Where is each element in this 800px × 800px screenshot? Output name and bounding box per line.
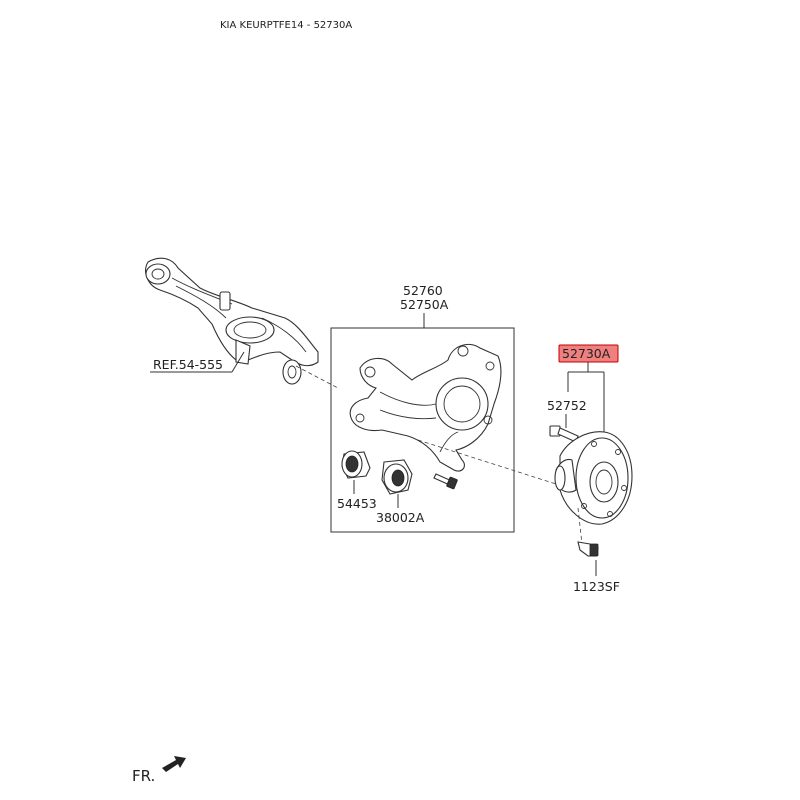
front-label: FR. <box>132 767 155 785</box>
ref-label: REF.54-555 <box>153 357 223 372</box>
front-direction: FR. <box>132 756 186 785</box>
bushing-b-label: 38002A <box>376 510 425 525</box>
knuckle-bolt <box>433 473 458 490</box>
hub-group: 52730A 52752 <box>547 344 633 594</box>
knuckle-group-box <box>330 327 515 533</box>
hub-bolt-label: 52752 <box>547 398 587 413</box>
knuckle-group: 52760 52750A 54453 <box>330 283 557 533</box>
bushing-38002a: 38002A <box>376 459 425 525</box>
wheel-hub <box>554 431 633 525</box>
hub-assy-label[interactable]: 52730A <box>562 346 611 361</box>
bushing-label: 54453 <box>337 496 377 511</box>
knuckle-label-52760: 52760 <box>403 283 443 298</box>
knuckle-label-52750a: 52750A <box>400 297 449 312</box>
steering-knuckle <box>349 343 502 472</box>
ref-leader <box>231 351 245 373</box>
bushing-54453: 54453 <box>337 450 377 511</box>
diagram-title: KIA KEURPTFE14 - 52730A <box>220 20 352 31</box>
bolt-1123sf: 1123SF <box>573 541 620 594</box>
front-arrow-icon <box>162 756 186 772</box>
knuckle-hub-dash <box>417 439 557 485</box>
arm-knuckle-dash <box>295 365 339 389</box>
bolt-label: 1123SF <box>573 579 620 594</box>
hub-bolt <box>549 425 579 443</box>
hub-bolt-dash <box>577 507 583 545</box>
